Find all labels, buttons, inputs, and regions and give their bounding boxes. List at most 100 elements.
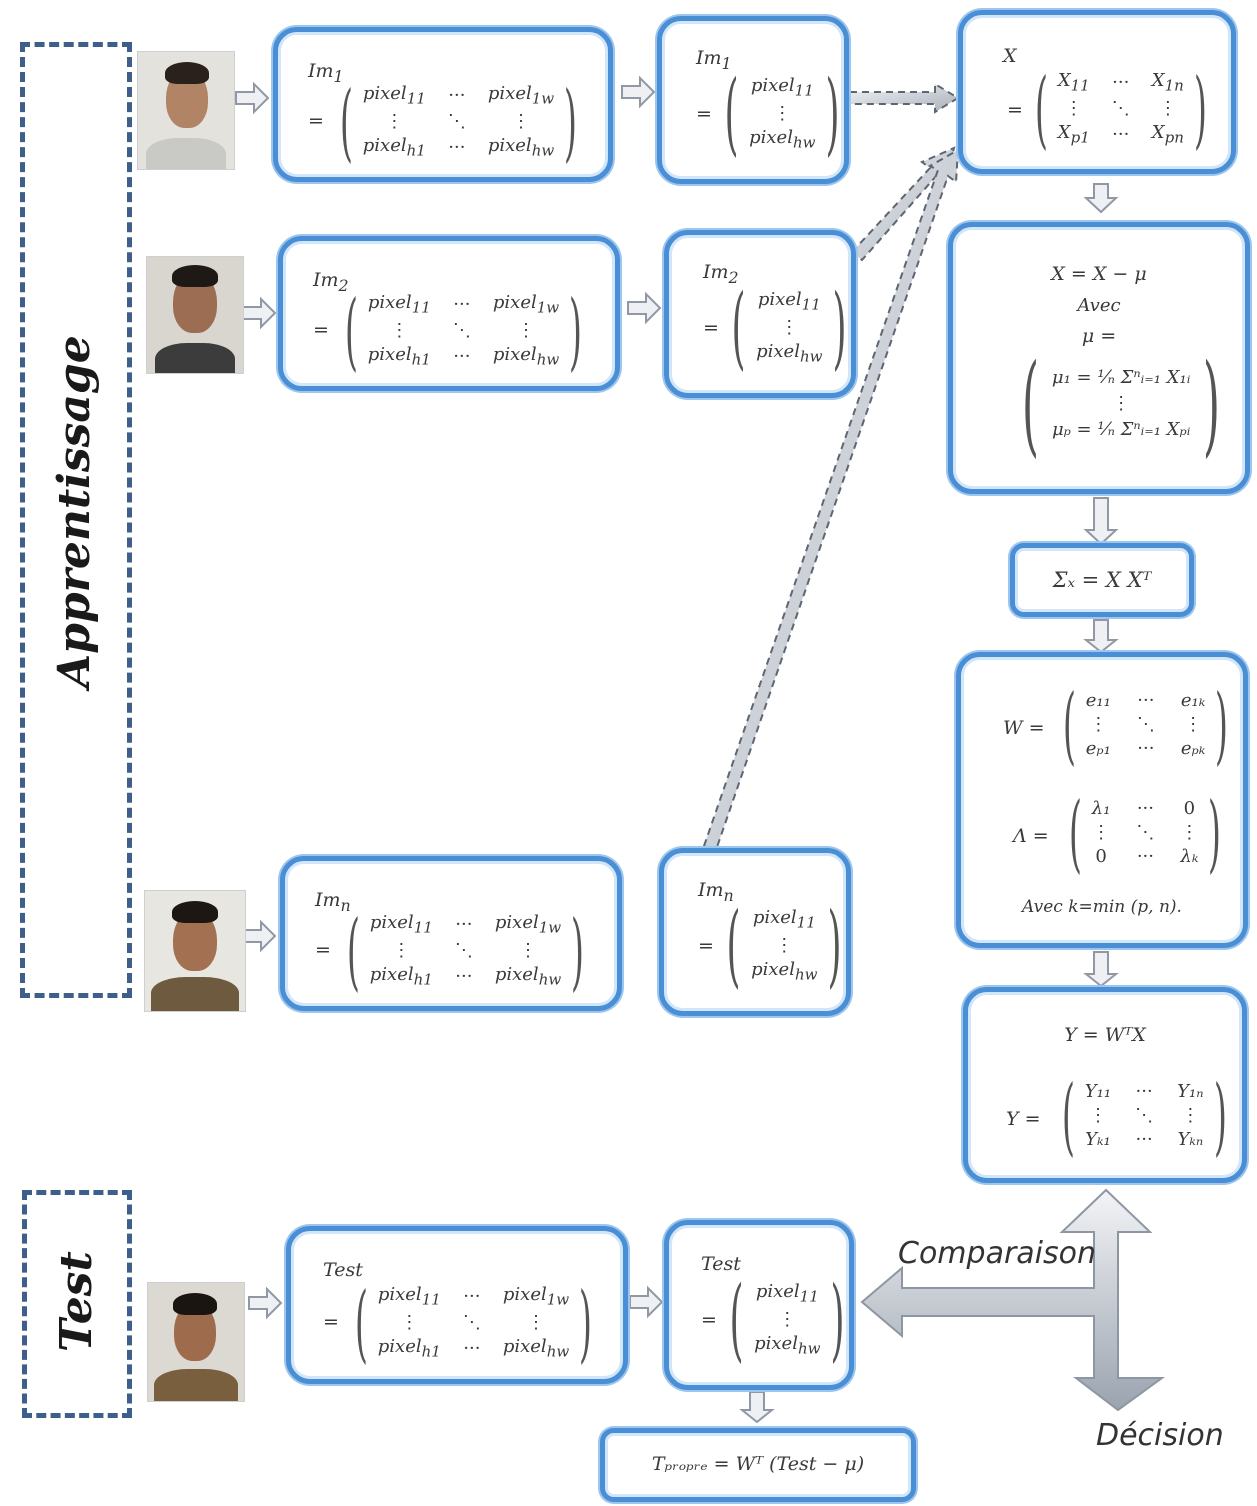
cell-text: pixel	[487, 135, 532, 156]
w-matrix: ( e₁₁ ··· e₁ₖ ⋮ ⋱ ⋮ eₚ₁ ··· eₚₖ )	[1053, 683, 1238, 767]
cell-text: X	[1151, 122, 1165, 143]
shirt-shape	[154, 1369, 238, 1401]
cell-sub: pn	[1164, 128, 1184, 147]
right-paren: )	[569, 282, 583, 380]
equals-sign: =	[1007, 99, 1023, 121]
cell-phw: pixelhw	[488, 137, 554, 159]
cell-vdots: ⋮	[1088, 1105, 1107, 1126]
left-paren: (	[724, 61, 739, 166]
test-vector-box: Test = ( pixel11 ⋮ pixelhw )	[664, 1220, 854, 1390]
mup-entry: μₚ = ¹⁄ₙ Σⁿᵢ₌₁ Xₚᵢ	[1051, 419, 1191, 440]
equals-sign: =	[313, 319, 329, 341]
mean-centering-box: X = X − μ Avec μ = ( μ₁ = ¹⁄ₙ Σⁿᵢ₌₁ X₁ᵢ …	[948, 222, 1250, 494]
lambda-label: Λ =	[1013, 825, 1049, 847]
cell-p11: pixel11	[753, 909, 816, 931]
cell-text: pixel	[367, 292, 412, 314]
vector-grid: pixel11 ⋮ pixelhw	[751, 909, 817, 982]
cell-sub: h1	[406, 141, 426, 160]
pixel-vector: ( pixel11 ⋮ pixelhw )	[714, 69, 851, 159]
lambda-matrix: ( λ₁ ··· 0 ⋮ ⋱ ⋮ 0 ··· λₖ )	[1059, 791, 1231, 875]
cell-zero: 0	[1183, 798, 1196, 819]
pixel-matrix: ( pixel11 ··· pixel1w ⋮ ⋱ ⋮ pixelh1 ··· …	[345, 1281, 602, 1365]
left-paren: (	[1034, 60, 1048, 158]
raw-image-box-2: Im2 = ( pixel11 ··· pixel1w ⋮ ⋱ ⋮ pixelh…	[278, 236, 620, 391]
right-paren: )	[579, 1274, 593, 1372]
cell-sub: h1	[411, 350, 431, 369]
cell-l1: λ₁	[1091, 798, 1111, 819]
y-matrix: ( Y₁₁ ··· Y₁ₙ ⋮ ⋱ ⋮ Yₖ₁ ··· Yₖₙ )	[1052, 1074, 1236, 1158]
cell-text: pixel	[377, 1284, 422, 1306]
cell-sub: hw	[538, 970, 562, 989]
cell-vdots: ⋮	[1089, 714, 1108, 735]
vector-grid: pixel11 ⋮ pixelhw	[749, 77, 815, 150]
vector-box-n: Imn = ( pixel11 ⋮ pixelhw )	[659, 848, 851, 1016]
cell-sub: 11	[799, 1288, 819, 1306]
matrix-grid: X11 ··· X1n ⋮ ⋱ ⋮ Xp1 ··· Xpn	[1058, 72, 1184, 145]
cell-text: pixel	[749, 127, 793, 148]
cell-text: pixel	[487, 83, 532, 105]
cell-vdots: ⋮	[1158, 98, 1177, 119]
cell-ddots: ⋱	[1111, 98, 1130, 119]
face-photo-2	[146, 256, 244, 374]
cell-cdots: ···	[453, 345, 471, 367]
k-note: Avec k=min (p, n).	[1022, 897, 1182, 917]
cell-text: pixel	[369, 912, 414, 934]
cell-sub: h1	[413, 970, 433, 989]
box-title: Test	[323, 1259, 363, 1281]
right-paren: )	[564, 73, 578, 171]
matrix-grid: Y₁₁ ··· Y₁ₙ ⋮ ⋱ ⋮ Yₖ₁ ··· Yₖₙ	[1085, 1083, 1204, 1149]
cell-text: pixel	[494, 912, 539, 934]
title-text: Im	[703, 261, 729, 283]
cell-text: pixel	[369, 964, 414, 985]
cell-vdots: ⋮	[519, 940, 538, 961]
test-raw-image-box: Test = ( pixel11 ··· pixel1w ⋮ ⋱ ⋮ pixel…	[286, 1226, 628, 1384]
left-paren: (	[731, 275, 746, 380]
box-title: X	[1003, 45, 1017, 67]
cell-p1w: pixel1w	[493, 294, 559, 316]
cell-p11: pixel11	[756, 1283, 819, 1305]
left-paren: (	[1061, 1067, 1075, 1165]
cell-phw: pixelhw	[503, 1338, 569, 1360]
cell-sub: hw	[794, 965, 818, 984]
vector-box-1: Im1 = ( pixel11 ⋮ pixelhw )	[657, 16, 849, 184]
cell-sub: hw	[536, 350, 560, 369]
cell-text: pixel	[755, 1281, 800, 1303]
face-photo-test	[147, 1282, 245, 1402]
cell-text: pixel	[502, 1336, 547, 1357]
title-text: Im	[315, 889, 341, 911]
right-paren: )	[571, 902, 585, 1000]
cell-cdots: ···	[1112, 123, 1130, 145]
cell-ddots: ⋱	[454, 940, 473, 961]
cell-ph1: pixelh1	[368, 346, 431, 368]
vector-grid: pixel11 ⋮ pixelhw	[756, 291, 822, 364]
test-section-frame	[22, 1190, 132, 1418]
cell-text: pixel	[752, 907, 797, 929]
box-title: Imn	[698, 881, 734, 904]
cell-text: pixel	[362, 83, 407, 105]
matrix-grid: pixel11 ··· pixel1w ⋮ ⋱ ⋮ pixelh1 ··· pi…	[378, 1286, 569, 1359]
pixel-matrix: ( pixel11 ··· pixel1w ⋮ ⋱ ⋮ pixelh1 ··· …	[330, 80, 587, 164]
box-title: Imn	[315, 891, 351, 914]
equals-sign: =	[323, 1311, 339, 1333]
cell-sub: 11	[796, 914, 816, 932]
title-subscript: 1	[721, 53, 732, 73]
hair-shape	[172, 265, 218, 287]
cell-y1n: Y₁ₙ	[1177, 1081, 1204, 1102]
cell-text: pixel	[502, 1284, 547, 1306]
box-title: Im1	[308, 62, 344, 85]
cell-y11: Y₁₁	[1084, 1081, 1112, 1102]
left-paren: (	[339, 73, 353, 171]
test-projection-equation: Tₚᵣₒₚᵣₑ = Wᵀ (Test − μ)	[651, 1453, 865, 1475]
cell-phw: pixelhw	[493, 346, 559, 368]
title-text: Im	[696, 47, 722, 69]
cell-text: pixel	[757, 289, 802, 311]
covariance-box: Σₓ = X Xᵀ	[1010, 543, 1194, 617]
cell-text: X	[1151, 70, 1165, 92]
cell-vdots: ⋮	[773, 103, 792, 124]
x-matrix: ( X11 ··· X1n ⋮ ⋱ ⋮ Xp1 ··· Xpn )	[1025, 67, 1217, 151]
cell-vdots: ⋮	[1180, 822, 1199, 843]
title-subscript: 2	[728, 267, 739, 287]
cell-vdots: ⋮	[385, 111, 404, 132]
centering-equation: X = X − μ	[1051, 263, 1147, 285]
